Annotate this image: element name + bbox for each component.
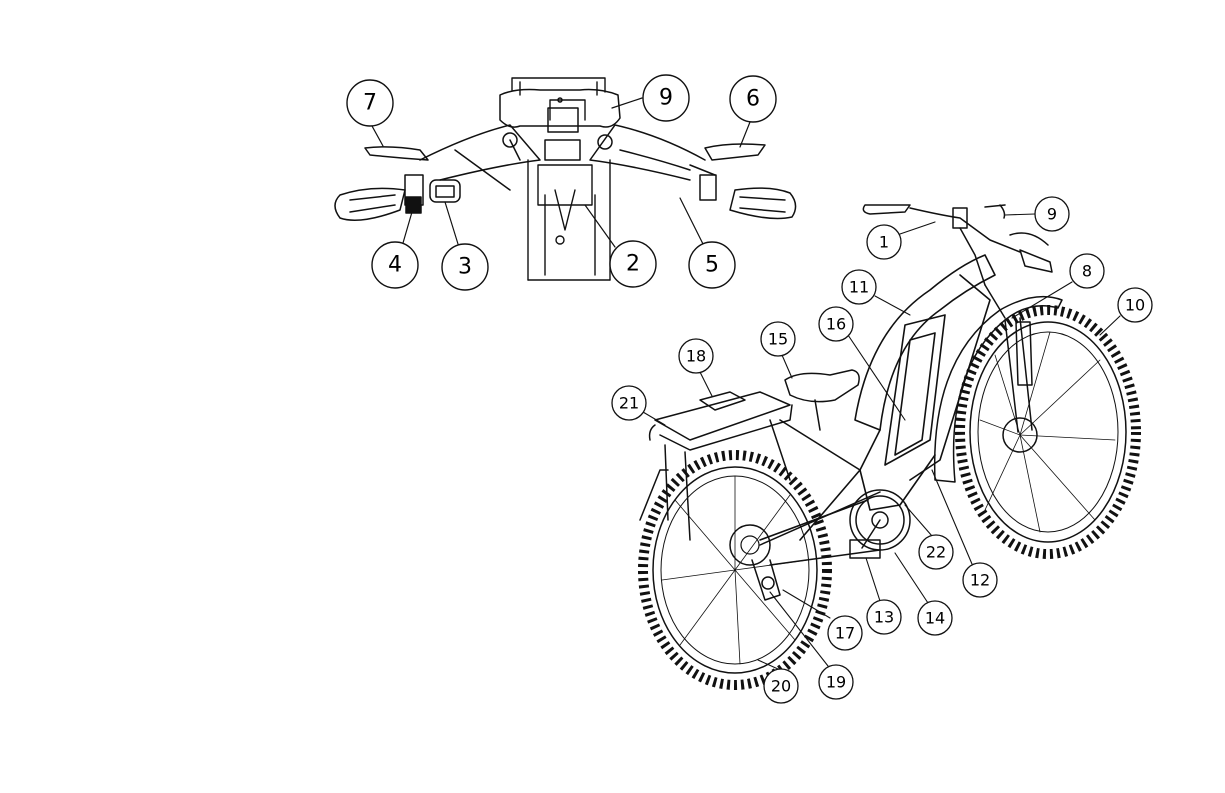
svg-text:9: 9 [1047,205,1057,224]
rear-wheel [643,455,827,685]
callout-5: 5 [680,198,735,288]
svg-text:2: 2 [626,252,640,277]
svg-text:12: 12 [970,571,990,590]
svg-text:7: 7 [363,91,377,116]
svg-text:17: 17 [835,624,855,643]
front-fork [985,285,1032,432]
callout-12: 12 [932,470,997,597]
callout-6: 6 [730,76,776,147]
svg-text:20: 20 [771,677,791,696]
svg-text:5: 5 [705,253,719,278]
svg-text:15: 15 [768,330,788,349]
callout-22: 22 [905,505,953,569]
handlebar-bar [420,125,705,190]
callout-18: 18 [679,339,713,396]
svg-text:10: 10 [1125,296,1145,315]
svg-text:8: 8 [1082,262,1092,281]
handlebar-detail-view: 7 9 6 4 3 [335,75,796,290]
svg-text:16: 16 [826,315,846,334]
svg-text:1: 1 [879,233,889,252]
left-grip [335,188,405,220]
svg-text:11: 11 [849,278,869,297]
callout-9-bike: 9 [1005,197,1069,231]
callout-15: 15 [761,322,795,378]
svg-text:18: 18 [686,347,706,366]
callout-1: 1 [867,222,935,259]
front-wheel [935,297,1136,554]
callout-4: 4 [372,212,418,288]
svg-text:22: 22 [926,543,946,562]
callout-9: 9 [612,75,689,121]
saddle [785,370,859,430]
svg-text:3: 3 [458,255,472,280]
svg-text:13: 13 [874,608,894,627]
drivetrain [760,490,910,565]
svg-text:14: 14 [925,609,945,628]
callout-7: 7 [347,80,393,146]
svg-text:6: 6 [746,87,760,112]
svg-text:19: 19 [826,673,846,692]
callout-10: 10 [1100,288,1152,335]
svg-text:4: 4 [388,253,402,278]
callout-3: 3 [442,202,488,290]
svg-text:9: 9 [659,86,673,111]
svg-text:21: 21 [619,394,639,413]
callout-13: 13 [866,558,901,634]
right-grip [730,188,796,218]
callout-11: 11 [842,270,910,315]
callout-16: 16 [819,307,905,420]
right-controls [690,144,765,200]
